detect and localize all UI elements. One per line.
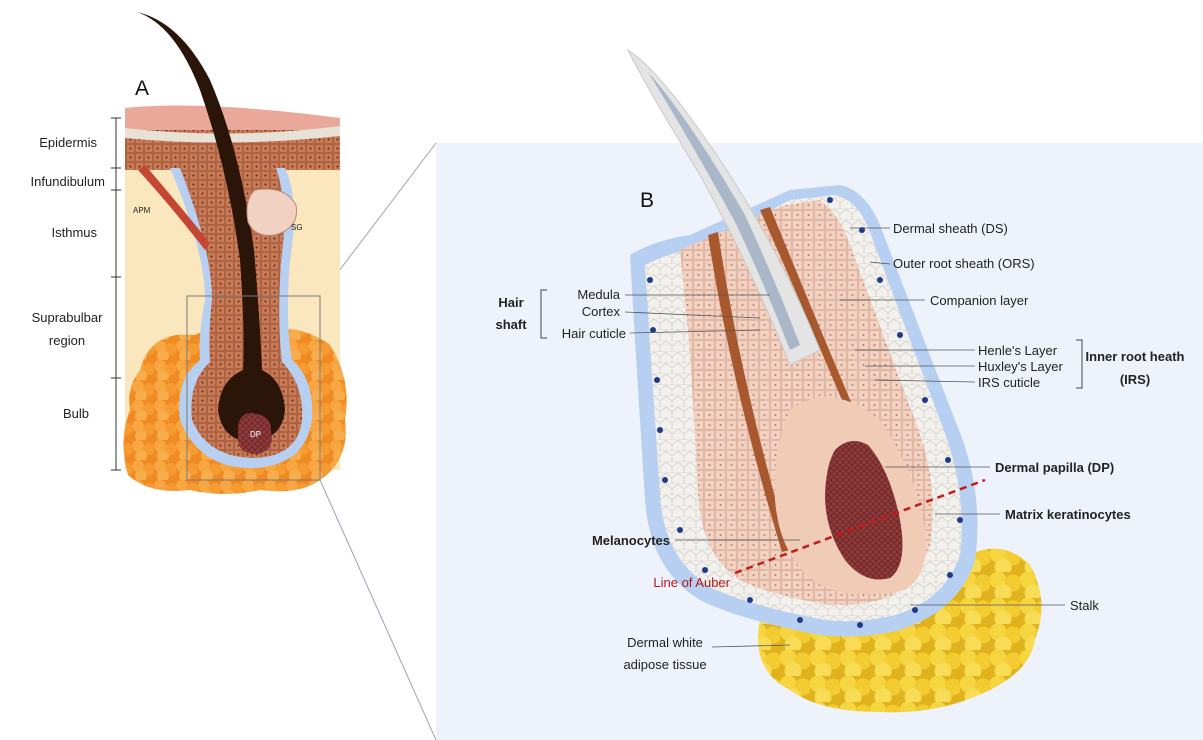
label-isthmus: Isthmus xyxy=(51,225,97,240)
label-irs-cuticle: IRS cuticle xyxy=(978,375,1040,390)
label-melanocytes: Melanocytes xyxy=(592,533,670,548)
sebaceous-gland xyxy=(247,189,297,235)
label-epidermis: Epidermis xyxy=(39,135,97,150)
label-bulb: Bulb xyxy=(63,406,89,421)
panel-a: A Epidermis Infundibulum Isthmus Suprabu… xyxy=(31,12,347,494)
label-dp-a: DP xyxy=(250,430,261,439)
label-suprabulbar-line2: region xyxy=(49,333,85,348)
zoom-line-bottom xyxy=(320,480,436,740)
label-irs-line2: (IRS) xyxy=(1120,372,1150,387)
label-cortex: Cortex xyxy=(582,304,621,319)
panel-a-letter: A xyxy=(135,77,149,100)
label-adipose-line2: adipose tissue xyxy=(623,657,706,672)
label-infundibulum: Infundibulum xyxy=(31,174,105,189)
label-dermal-papilla: Dermal papilla (DP) xyxy=(995,460,1114,475)
region-brackets xyxy=(111,118,121,470)
label-irs-line1: Inner root heath xyxy=(1086,349,1185,364)
label-hair-cuticle: Hair cuticle xyxy=(562,326,626,341)
label-hair-line1: Hair xyxy=(498,295,523,310)
label-sg: SG xyxy=(291,223,303,232)
label-adipose-line1: Dermal white xyxy=(627,635,703,650)
label-companion-layer: Companion layer xyxy=(930,293,1029,308)
label-hair-line2: shaft xyxy=(495,317,527,332)
label-suprabulbar-line1: Suprabulbar xyxy=(32,310,103,325)
label-matrix: Matrix keratinocytes xyxy=(1005,507,1131,522)
label-stalk: Stalk xyxy=(1070,598,1099,613)
label-henle: Henle's Layer xyxy=(978,343,1058,358)
label-medula: Medula xyxy=(577,287,620,302)
panel-b-letter: B xyxy=(640,189,654,212)
label-huxley: Huxley's Layer xyxy=(978,359,1064,374)
label-outer-root-sheath: Outer root sheath (ORS) xyxy=(893,256,1035,271)
label-line-of-auber: Line of Auber xyxy=(653,575,730,590)
label-apm: APM xyxy=(133,206,151,215)
label-dermal-sheath: Dermal sheath (DS) xyxy=(893,221,1008,236)
